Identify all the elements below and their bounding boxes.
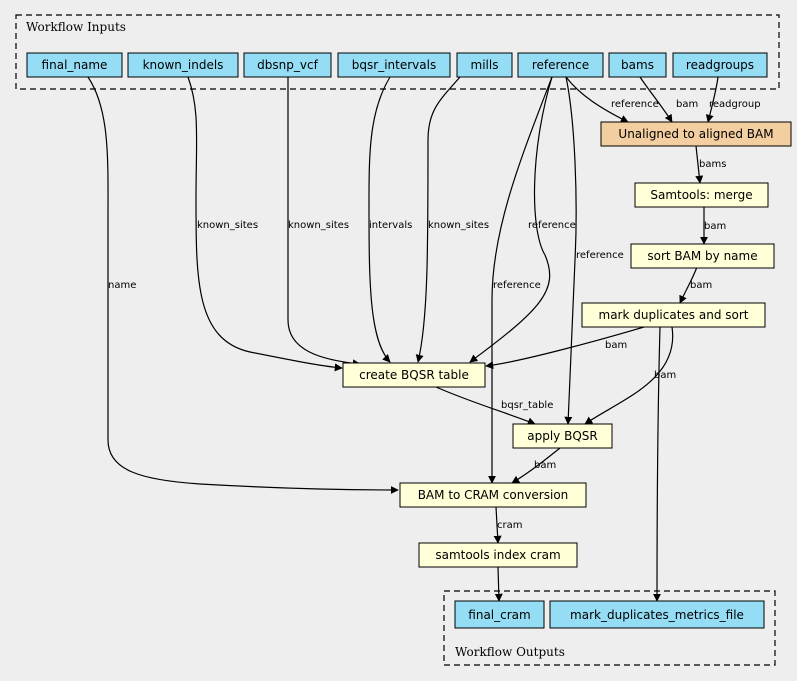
input-readgroups-label: readgroups [686, 58, 754, 72]
input-reference-label: reference [532, 58, 589, 72]
edge-label-reference-table: reference [528, 220, 576, 231]
step-index-cram[interactable]: samtools index cram [418, 542, 578, 568]
input-dbsnp-vcf-label: dbsnp_vcf [257, 58, 318, 72]
edge-mark-to-table [485, 326, 645, 370]
edge-dbsnp-to-table [287, 77, 361, 368]
workflow-inputs-cluster: Workflow Inputs [15, 14, 780, 90]
step-sort-name-label: sort BAM by name [647, 249, 757, 263]
edge-name-to-cram [87, 76, 399, 494]
edge-label-bams-merge: bams [699, 159, 726, 170]
step-align[interactable]: Unaligned to aligned BAM [600, 121, 792, 147]
edge-index-to-final-cram [494, 566, 503, 602]
step-bam-to-cram[interactable]: BAM to CRAM conversion [399, 482, 587, 508]
input-final-name[interactable]: final_name [26, 52, 123, 78]
edge-bams-to-align [639, 76, 673, 123]
edge-readgroups-to-align [705, 76, 719, 123]
step-mark-duplicates[interactable]: mark duplicates and sort [581, 302, 766, 328]
input-known-indels-label: known_indels [143, 58, 224, 72]
input-bams-label: bams [621, 58, 654, 72]
edge-table-to-apply [435, 386, 536, 426]
edge-reference-to-table [469, 76, 553, 363]
input-bqsr-intervals-label: bqsr_intervals [352, 58, 436, 72]
step-merge[interactable]: Samtools: merge [634, 182, 769, 208]
edge-label-name-cram: name [108, 280, 136, 291]
edge-label-known-sites-1: known_sites [197, 220, 258, 231]
input-bams[interactable]: bams [608, 52, 667, 78]
edge-label-intervals: intervals [369, 220, 412, 231]
step-sort-name[interactable]: sort BAM by name [630, 243, 775, 269]
edge-label-readgroup-align: readgroup [709, 99, 761, 110]
input-known-indels[interactable]: known_indels [127, 52, 239, 78]
output-mark-duplicates-metrics-label: mark_duplicates_metrics_file [570, 608, 744, 622]
edge-label-bam-cram: bam [534, 460, 556, 471]
input-dbsnp-vcf[interactable]: dbsnp_vcf [243, 52, 332, 78]
input-bqsr-intervals[interactable]: bqsr_intervals [337, 52, 451, 78]
edge-reference-to-cram [488, 76, 553, 484]
step-align-label: Unaligned to aligned BAM [618, 127, 773, 141]
edges [87, 76, 719, 602]
workflow-outputs-cluster: Workflow Outputs [443, 590, 776, 666]
step-bqsr-table-label: create BQSR table [359, 368, 469, 382]
edge-reference-to-apply [564, 76, 577, 425]
edge-intervals-to-table [368, 76, 391, 363]
edge-label-known-sites-3: known_sites [428, 220, 489, 231]
edge-label-bam-table: bam [605, 340, 627, 351]
edge-cram-to-index [493, 506, 502, 544]
edge-reference-to-align [565, 76, 629, 123]
output-final-cram-label: final_cram [468, 608, 530, 622]
output-mark-duplicates-metrics[interactable]: mark_duplicates_metrics_file [549, 600, 765, 629]
edge-label-reference-align: reference [611, 99, 659, 110]
edge-label-cram-index: cram [497, 520, 522, 531]
edge-known-indels-to-table [187, 76, 343, 372]
edge-label-bam-mark: bam [690, 280, 712, 291]
output-final-cram[interactable]: final_cram [454, 600, 545, 629]
step-apply-bqsr-label: apply BQSR [527, 429, 597, 443]
edge-labels: reference bam readgroup bams bam bam kno… [108, 99, 761, 531]
edge-apply-to-cram [511, 447, 561, 484]
input-final-name-label: final_name [42, 58, 108, 72]
edge-label-bam-apply: bam [654, 370, 676, 381]
edge-mark-to-apply [584, 326, 674, 425]
step-bam-to-cram-label: BAM to CRAM conversion [418, 488, 569, 502]
workflow-inputs-label: Workflow Inputs [26, 20, 126, 34]
edge-label-bam-sort: bam [704, 221, 726, 232]
edge-label-reference-apply: reference [576, 250, 624, 261]
input-mills[interactable]: mills [456, 52, 513, 78]
step-mark-duplicates-label: mark duplicates and sort [599, 308, 749, 322]
input-readgroups[interactable]: readgroups [672, 52, 768, 78]
edge-label-bam-align: bam [676, 99, 698, 110]
step-apply-bqsr[interactable]: apply BQSR [512, 423, 613, 449]
edge-label-known-sites-2: known_sites [288, 220, 349, 231]
step-index-cram-label: samtools index cram [435, 548, 560, 562]
edge-align-to-merge [695, 145, 704, 184]
step-bqsr-table[interactable]: create BQSR table [342, 362, 486, 388]
input-reference[interactable]: reference [517, 52, 604, 78]
edge-label-bqsr-table: bqsr_table [501, 400, 553, 411]
input-mills-label: mills [471, 58, 499, 72]
edge-label-reference-cram: reference [493, 280, 541, 291]
step-merge-label: Samtools: merge [650, 188, 752, 202]
workflow-outputs-label: Workflow Outputs [455, 645, 565, 659]
edge-mark-to-metrics [653, 326, 662, 602]
edge-sort-to-mark [679, 266, 698, 304]
edge-mills-to-table [415, 76, 461, 363]
